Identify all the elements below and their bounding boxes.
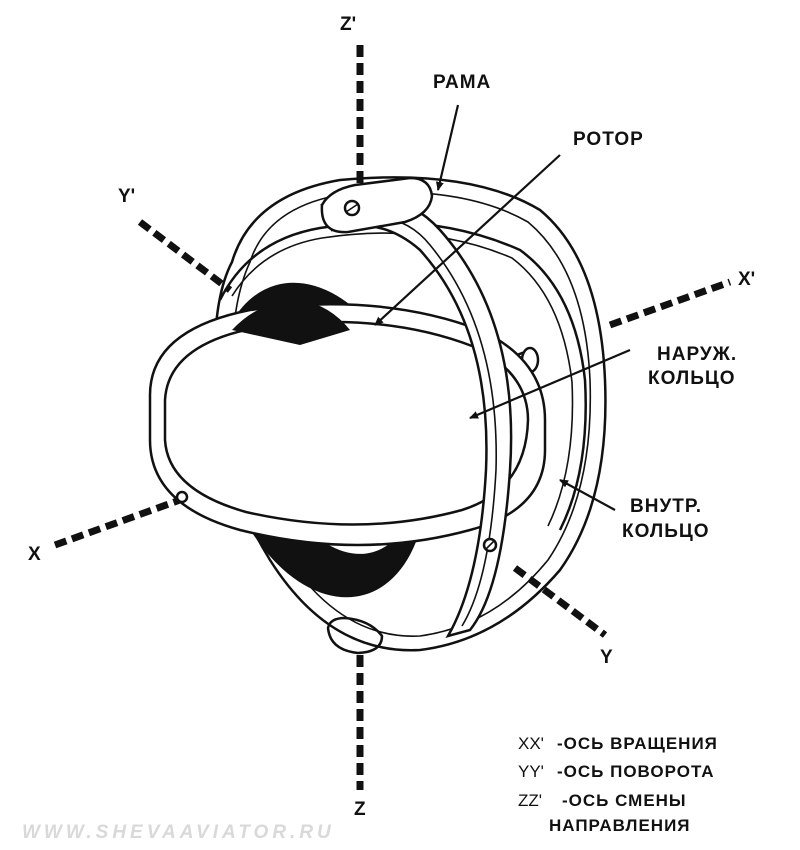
y-top-label: Y' xyxy=(118,186,135,207)
outer-ring-band xyxy=(320,195,513,638)
legend-key-zz: ZZ' xyxy=(518,791,542,810)
watermark: WWW.SHEVAAVIATOR.RU xyxy=(22,822,335,843)
x-left-label: X xyxy=(28,544,41,565)
z-top-label: Z' xyxy=(340,14,356,35)
legend-key-yy: YY' xyxy=(518,762,544,781)
z-bottom-label: Z xyxy=(354,799,366,820)
frame-pointer xyxy=(435,104,460,191)
outer-ring-pointer xyxy=(469,348,631,420)
legend-text-zz-line2: НАПРАВЛЕНИЯ xyxy=(549,816,691,835)
rotor-pointer xyxy=(374,154,561,326)
outer-ring-label-2: КОЛЬЦО xyxy=(648,368,736,389)
outer-ring-label-1: НАРУЖ. xyxy=(657,344,737,365)
legend: XX' -ОСЬ ВРАЩЕНИЯ YY' -ОСЬ ПОВОРОТА ZZ' … xyxy=(518,734,718,835)
frame-clamp xyxy=(320,176,434,234)
inner-ring-pointer xyxy=(559,479,616,511)
inner-ring-back xyxy=(218,221,587,531)
legend-key-xx: XX' xyxy=(518,734,544,753)
inner-ring-label-1: ВНУТР. xyxy=(630,496,702,517)
legend-text-zz: -ОСЬ СМЕНЫ xyxy=(562,791,687,810)
legend-text-xx: -ОСЬ ВРАЩЕНИЯ xyxy=(557,734,718,753)
x-right-label: X' xyxy=(738,269,755,290)
y-axis-top xyxy=(137,219,233,293)
inner-ring-label-2: КОЛЬЦО xyxy=(622,521,710,542)
bottom-pivot xyxy=(326,616,384,655)
x-axis-right xyxy=(608,278,732,329)
frame-label: РАМА xyxy=(433,72,491,93)
x-axis-left xyxy=(53,496,182,549)
legend-text-yy: -ОСЬ ПОВОРОТА xyxy=(557,762,715,781)
y-bottom-label: Y xyxy=(600,647,613,668)
left-pivot-screw xyxy=(175,490,189,504)
rotor-label: РОТОР xyxy=(573,129,644,150)
